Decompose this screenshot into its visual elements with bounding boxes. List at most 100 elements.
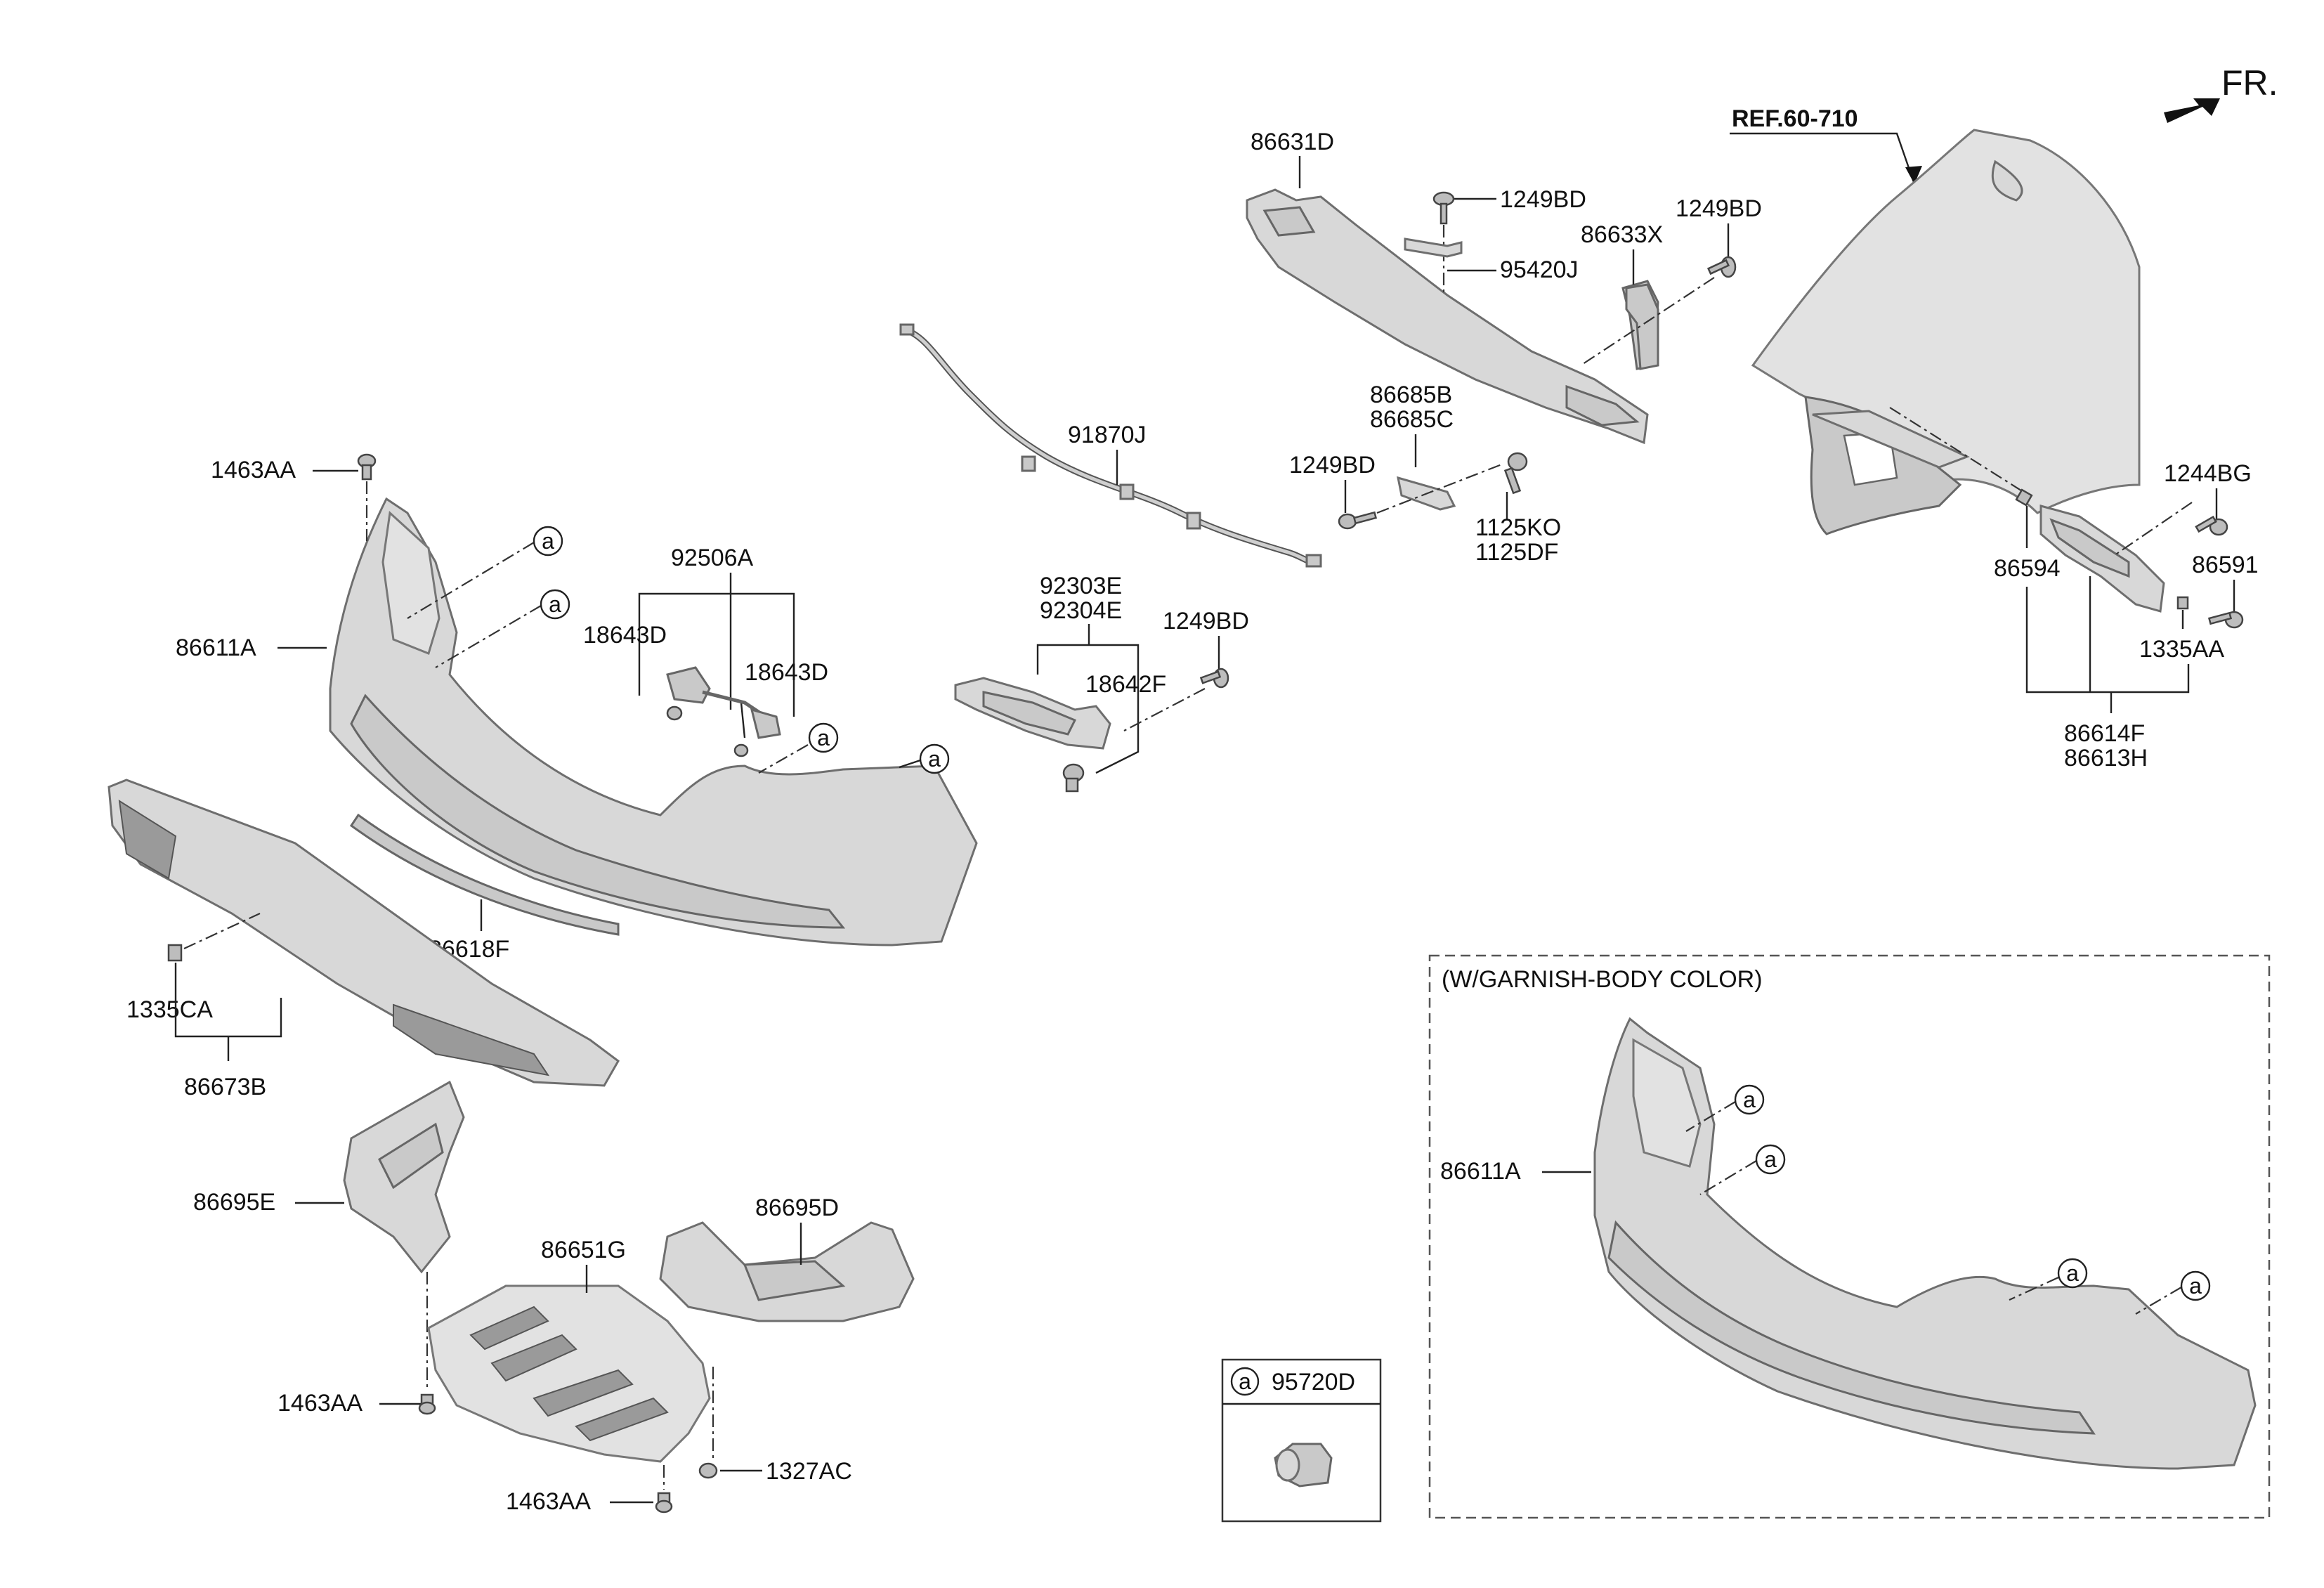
label-1125DF: 1125DF [1475,539,1558,566]
clip-86594-icon [2015,488,2033,507]
clip-1463AA-left-icon [418,1393,436,1415]
dash-a-1 [407,542,535,619]
splash-shield-86695D [659,1221,915,1322]
dash-1335CA [183,913,261,949]
inset-dash-a-4 [2135,1287,2182,1315]
label-86631D: 86631D [1251,129,1334,155]
front-direction-arrow-icon [2164,98,2220,123]
inset-callout-a-4 [2180,1270,2211,1301]
ref-arrow-icon [1905,166,1922,184]
inset-callout-a-3-text: a [2066,1261,2079,1286]
clip-1463AA-bottom-icon [655,1492,673,1514]
label-1327AC: 1327AC [766,1458,852,1485]
legend-part: 95720D [1272,1369,1355,1395]
wiring-harness-91870J [899,323,1322,568]
leader-18643D-right [740,702,746,738]
label-1125KO: 1125KO [1475,514,1561,541]
screw-1249BD-lamp-icon [1199,668,1229,689]
screw-86591-icon [2207,611,2244,629]
dash-a-3 [758,744,809,774]
label-1244BG: 1244BG [2164,460,2252,487]
label-86594: 86594 [1994,555,2061,582]
ref-label: REF.60-710 [1732,105,1858,132]
label-91870J: 91870J [1068,422,1147,448]
label-1463AA-bottom: 1463AA [506,1488,591,1515]
clip-1335AA-icon [2176,596,2189,610]
label-1463AA-left: 1463AA [278,1390,363,1417]
bulb-socket-18642F-icon [1062,763,1085,793]
label-92303E: 92303E [1040,573,1122,599]
ref-leader-line [1730,132,1916,185]
screw-1249BD-mid-icon [1338,511,1378,530]
screw-1249BD-right-icon [1706,256,1737,278]
parking-sensor-95720D-icon [1274,1443,1333,1488]
label-1249BD-lamp: 1249BD [1163,608,1249,634]
label-86633X: 86633X [1581,221,1663,248]
dash-a-2 [435,605,542,668]
dash-1249BD-mid [1376,462,1504,514]
callout-a-1-text: a [542,528,554,554]
label-86651G: 86651G [541,1237,626,1263]
inset-title: (W/GARNISH-BODY COLOR) [1442,966,1763,993]
inset-frame [1428,954,2271,1519]
label-1249BD-right: 1249BD [1676,195,1762,222]
inset-dash-a-3 [2009,1276,2059,1301]
dash-86594 [1889,407,2024,493]
splash-shield-86695E [343,1080,465,1274]
inset-callout-a-1-text: a [1743,1087,1756,1112]
bolt-1244BG-icon [2195,515,2228,536]
bracket-95420J [1404,237,1463,258]
bolt-1125KO-icon [1503,452,1528,495]
label-92304E: 92304E [1040,597,1122,624]
bracket-86633X [1625,283,1659,370]
label-86695E: 86695E [193,1189,275,1216]
callout-a-2 [540,589,570,620]
label-86611A: 86611A [176,634,256,661]
bracket-lamp [1036,644,1140,774]
label-92506A: 92506A [671,545,754,571]
inset-callout-a-3 [2057,1258,2088,1289]
dash-1249BD-lamp [1123,688,1206,731]
sensor-harness-92506A [666,666,781,757]
label-1249BD-top: 1249BD [1500,186,1586,213]
inset-callout-a-2-text: a [1764,1147,1777,1172]
bumper-molding-86618F [349,813,620,936]
callout-a-4-text: a [928,746,941,772]
label-95420J: 95420J [1500,256,1579,283]
rear-fender-panel [1751,129,2141,535]
legend-marker-text: a [1239,1369,1251,1394]
legend-box [1221,1358,1382,1523]
dash-1244BG [2114,502,2193,556]
label-1335AA: 1335AA [2139,636,2224,663]
rear-bumper-cover [329,497,978,946]
label-86685B: 86685B [1370,382,1452,408]
clip-1463AA-top-icon [357,453,377,481]
callout-a-1 [533,526,563,557]
screw-1249BD-top-icon [1432,191,1455,225]
callout-a-3 [808,722,839,753]
under-cover-86651G [427,1284,711,1463]
clip-1335CA-icon [167,944,183,962]
bracket-86614F [2025,587,2190,694]
dash-1249BD-right [1580,277,1715,366]
rear-diffuser-86673B [107,779,620,1087]
label-86695D: 86695D [755,1195,839,1221]
label-1249BD-mid: 1249BD [1289,452,1376,479]
label-18643D-right: 18643D [745,659,828,686]
inset-callout-a-2 [1755,1144,1786,1175]
label-86685C: 86685C [1370,406,1454,433]
callout-a-4 [919,743,950,774]
side-bracket-86614F [2039,505,2165,613]
inset-dash-a-2 [1699,1160,1757,1195]
label-18643D-left: 18643D [583,622,667,649]
reflex-reflector-lamp [954,677,1111,750]
direction-label: FR. [2221,63,2278,103]
inset-callout-a-4-text: a [2189,1273,2202,1299]
label-86613H: 86613H [2064,745,2148,772]
label-1335CA: 1335CA [126,996,213,1023]
inset-rear-bumper-cover [1593,1017,2257,1470]
dash-a-4 [899,759,921,769]
label-18642F: 18642F [1085,671,1166,698]
inset-callout-a-1 [1734,1084,1765,1115]
